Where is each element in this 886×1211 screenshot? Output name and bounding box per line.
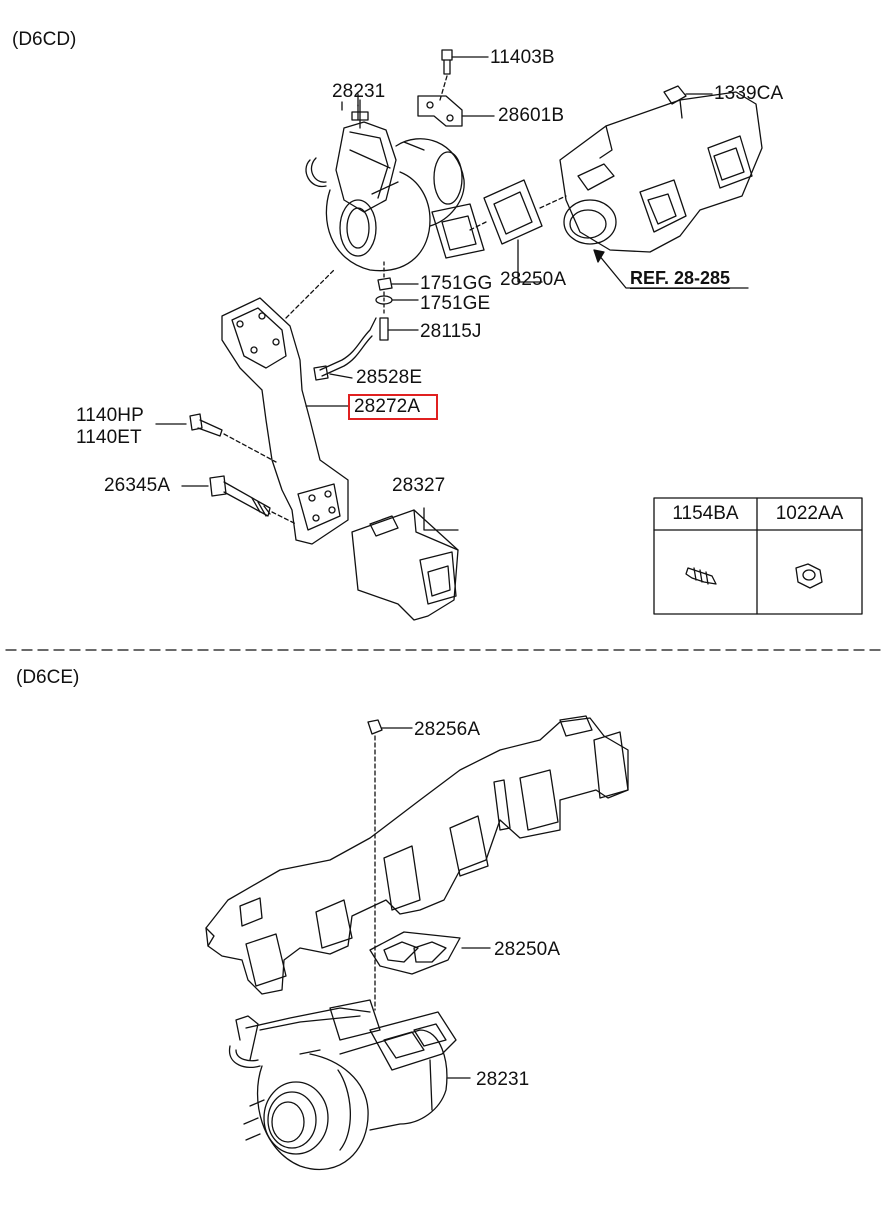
bracket-28601b-illustration[interactable] <box>417 95 495 127</box>
turbocharger-28231-bottom-illustration[interactable] <box>228 999 471 1171</box>
section-title-d6ce: (D6CE) <box>16 667 80 688</box>
table-header-1022aa[interactable]: 1022AA <box>775 503 844 524</box>
label-28256a[interactable]: 28256A <box>414 719 481 740</box>
gasket-1751ge-illustration[interactable] <box>375 295 419 305</box>
label-1751ge[interactable]: 1751GE <box>420 293 491 314</box>
bolt-1140hp-illustration[interactable] <box>155 413 223 437</box>
label-28528e[interactable]: 28528E <box>356 367 423 388</box>
table-header-1154ba[interactable]: 1154BA <box>672 503 739 524</box>
nut-28256a-illustration[interactable] <box>367 719 413 735</box>
exhaust-manifold-bottom-illustration[interactable] <box>205 715 629 995</box>
label-1751gg[interactable]: 1751GG <box>420 273 493 294</box>
fitting-28115j-illustration[interactable] <box>379 317 419 341</box>
label-11403b[interactable]: 11403B <box>490 47 555 68</box>
stud-bolt-icon <box>685 567 717 585</box>
label-28327[interactable]: 28327 <box>392 475 446 496</box>
label-1140hp[interactable]: 1140HP <box>76 405 144 426</box>
label-28272a[interactable]: 28272A <box>354 396 421 417</box>
label-28601b[interactable]: 28601B <box>498 105 565 126</box>
elbow-28327-illustration[interactable] <box>351 507 459 621</box>
label-26345a[interactable]: 26345A <box>104 475 171 496</box>
exhaust-manifold-illustration[interactable] <box>559 85 763 253</box>
label-28250a-top[interactable]: 28250A <box>500 269 567 290</box>
parts-table <box>653 497 863 615</box>
ref-arrow <box>593 249 749 289</box>
bolt-11403b-illustration[interactable] <box>441 49 489 75</box>
gasket-28250a-bottom-illustration[interactable] <box>369 931 491 975</box>
label-1140et[interactable]: 1140ET <box>76 427 142 448</box>
bolt-26345a-illustration[interactable] <box>181 475 271 517</box>
reference-link[interactable]: REF. 28-285 <box>630 268 731 288</box>
nut-1751gg-illustration[interactable] <box>377 277 419 291</box>
turbocharger-28231-illustration[interactable] <box>305 101 485 272</box>
gasket-28250a-illustration[interactable] <box>483 179 543 283</box>
nut-icon <box>795 563 823 589</box>
label-28250a-bottom[interactable]: 28250A <box>494 939 561 960</box>
label-28231-bottom[interactable]: 28231 <box>476 1069 530 1090</box>
highlight-box-28272a <box>348 394 438 420</box>
label-28231-top[interactable]: 28231 <box>332 81 386 102</box>
section-title-d6cd: (D6CD) <box>12 29 77 50</box>
label-1339ca[interactable]: 1339CA <box>714 83 784 104</box>
support-bracket-28272a-illustration[interactable] <box>221 297 349 545</box>
label-28115j[interactable]: 28115J <box>420 321 482 342</box>
oil-pipe-28528e-illustration[interactable] <box>313 317 377 381</box>
